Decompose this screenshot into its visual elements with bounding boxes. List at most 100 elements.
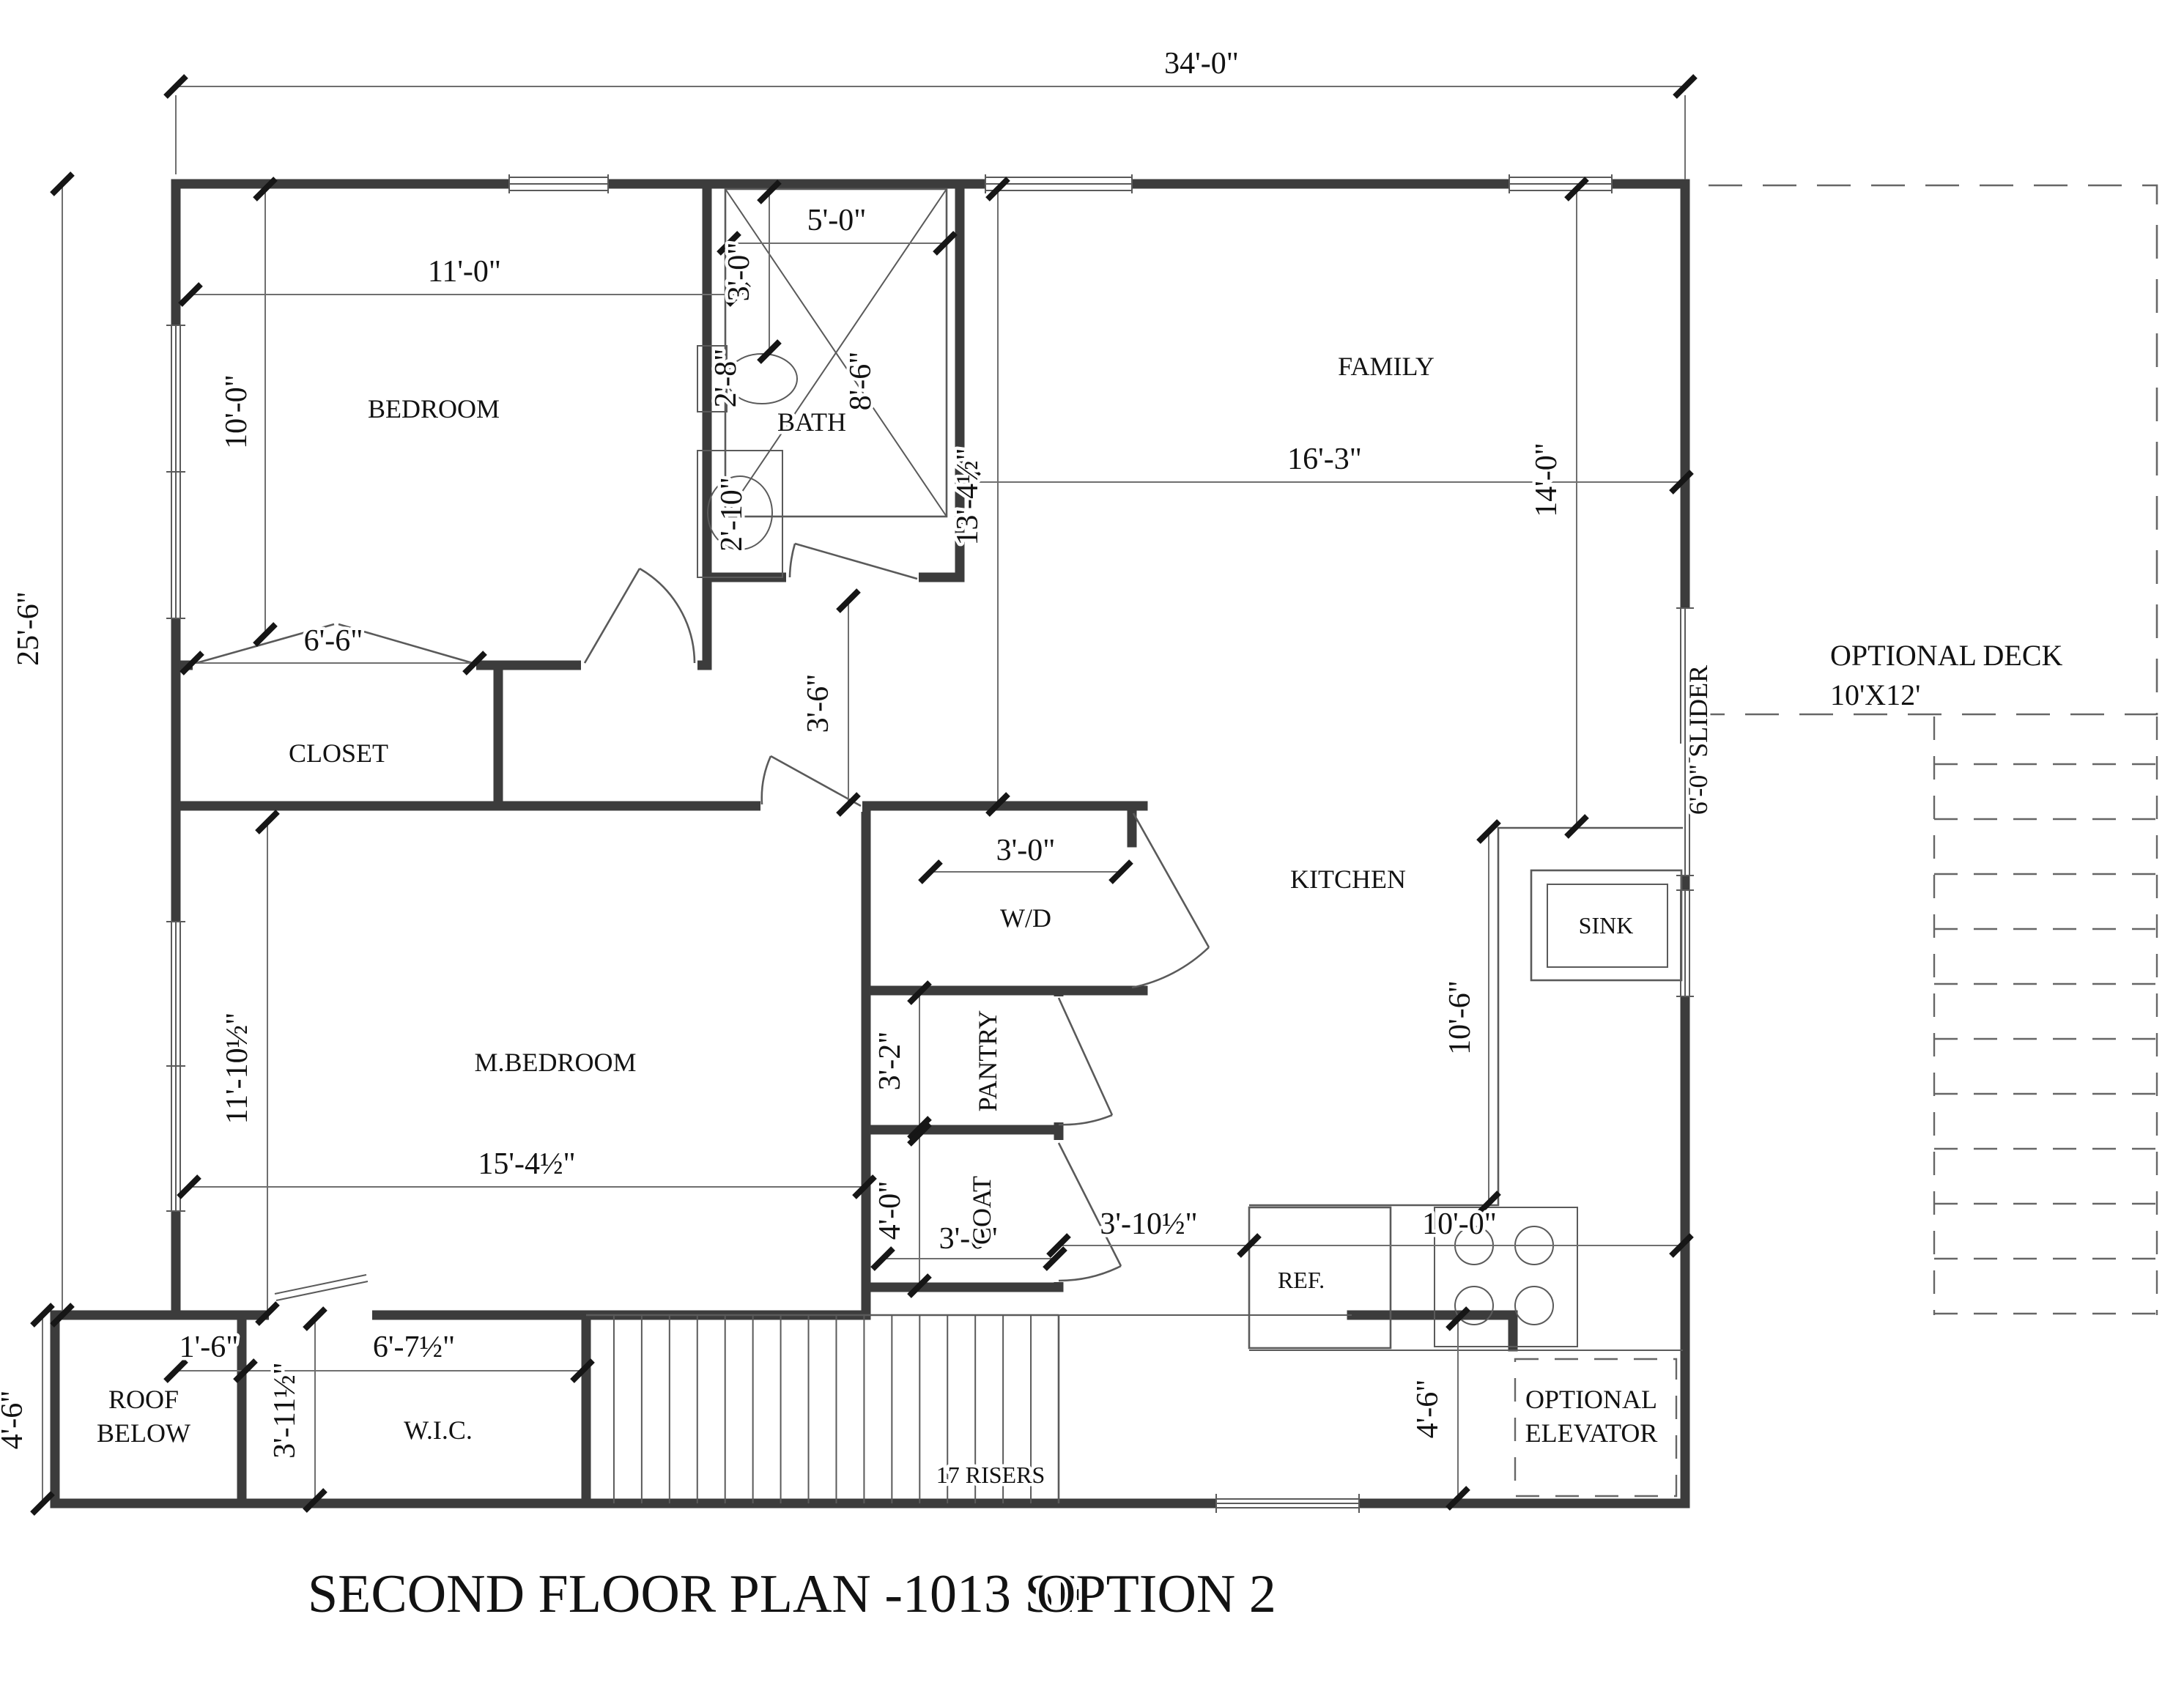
dimension-tick xyxy=(253,177,278,201)
dim-coat-depth: 4'-0" xyxy=(873,1181,907,1240)
dim-vanity-space: 2'-10" xyxy=(715,477,749,552)
dimension-tick xyxy=(836,792,861,817)
dimension-tick xyxy=(726,282,751,307)
fixture-label-sink: SINK xyxy=(1579,912,1634,939)
dim-shower-width: 5'-0" xyxy=(807,204,867,237)
dimension-tick xyxy=(1476,819,1501,844)
dimension-tick xyxy=(933,231,958,256)
room-label-kitchen: KITCHEN xyxy=(1290,865,1406,894)
dimension-tick xyxy=(956,470,981,495)
dim-kitchen-depth: 10'-6" xyxy=(1443,980,1477,1055)
dimension-tick xyxy=(179,651,204,675)
dimension-tick xyxy=(1445,1306,1470,1331)
window-left-bedroom xyxy=(166,325,185,619)
toilet-bowl xyxy=(726,353,798,404)
window-top-family-left xyxy=(985,174,1133,193)
stairs-label: 17 RISERS xyxy=(936,1462,1045,1488)
room-label-mbedroom: M.BEDROOM xyxy=(474,1048,636,1077)
dimension-tick xyxy=(852,1174,877,1199)
room-label-wd: W/D xyxy=(1000,903,1051,933)
dimension-tick xyxy=(178,282,203,307)
kitchen-counter xyxy=(1249,826,1683,1207)
optional-elevator xyxy=(1514,1358,1678,1498)
dimension-tick xyxy=(177,1174,201,1199)
closet-double-doors xyxy=(196,623,473,665)
slider-door xyxy=(1676,607,1694,876)
dim-mbedroom-depth: 11'-10½" xyxy=(221,1013,254,1125)
dim-roof-strip: 1'-6" xyxy=(179,1330,239,1364)
dimension-tick xyxy=(163,1358,188,1383)
dimension-tick xyxy=(918,859,943,884)
dim-hall-width: 3'-6" xyxy=(802,674,835,733)
dim-kitchen-run: 10'-0" xyxy=(1422,1207,1497,1241)
dimension-tick xyxy=(163,74,188,99)
mbedroom-door xyxy=(760,755,862,807)
dimension-tick xyxy=(907,1122,932,1147)
pantry-door xyxy=(1057,997,1114,1126)
dimension-tick xyxy=(30,1491,55,1516)
vanity-sink-oval xyxy=(707,475,773,550)
dimension-tick xyxy=(985,177,1010,201)
deck-outline xyxy=(1709,184,2158,716)
dimension-tick xyxy=(1673,74,1698,99)
dim-left-lower-height: 4'-6" xyxy=(0,1391,29,1450)
bedroom-door xyxy=(583,567,696,664)
dimension-tick xyxy=(1237,1233,1262,1258)
dim-left-upper-height: 25'-6" xyxy=(12,591,45,666)
dim-bedroom-width: 11'-0" xyxy=(428,255,501,289)
dim-pantry-depth: 3'-2" xyxy=(873,1032,907,1091)
room-label-deck-2: 10'X12' xyxy=(1830,678,1920,711)
dim-family-right-depth: 14'-0" xyxy=(1530,443,1563,517)
burner xyxy=(1514,1286,1554,1325)
dimension-tick xyxy=(757,179,782,204)
room-label-pantry: PANTRY xyxy=(973,1010,1002,1112)
dimension-tick xyxy=(303,1306,327,1331)
dim-family-depth: 13'-4½" xyxy=(951,448,985,545)
windows xyxy=(166,174,1694,1513)
dim-family-width: 16'-3" xyxy=(1287,443,1362,476)
dimension-tick xyxy=(1476,1191,1501,1215)
dimension-tick xyxy=(907,1273,932,1298)
dimension-tick xyxy=(1046,1233,1071,1258)
dim-coat-to-ref: 3'-10½" xyxy=(1100,1207,1197,1241)
elevator-outline xyxy=(1514,1358,1678,1498)
room-label-bedroom: BEDROOM xyxy=(368,394,500,423)
extension-lines xyxy=(175,95,1686,179)
room-label-bath: BATH xyxy=(777,407,846,437)
window-top-bedroom xyxy=(508,174,609,193)
range-box xyxy=(1434,1207,1578,1347)
dimension-tick xyxy=(836,588,861,613)
dimension-tick xyxy=(253,622,278,647)
dimension-tick xyxy=(870,1246,895,1271)
stairs xyxy=(586,1314,1352,1503)
room-label-roof-below-2: BELOW xyxy=(97,1418,190,1448)
dimension-tick xyxy=(907,1116,932,1141)
vanity xyxy=(697,450,783,578)
dim-bedroom-depth: 10'-0" xyxy=(220,374,253,449)
dimension-tick xyxy=(30,1303,55,1328)
dimension-tick xyxy=(1445,1486,1470,1511)
burner xyxy=(1454,1286,1494,1325)
dim-bath-depth: 8'-6" xyxy=(844,352,878,411)
drawing-title: SECOND FLOOR PLAN -1013 SF xyxy=(308,1564,1085,1624)
kitchen-sink-inner xyxy=(1547,884,1668,968)
shower xyxy=(724,188,948,518)
dim-wic-width: 6'-7½" xyxy=(373,1330,455,1364)
room-label-closet: CLOSET xyxy=(289,738,388,768)
dimension-tick xyxy=(985,792,1010,817)
drawing-title-option: OPTION 2 xyxy=(1037,1564,1276,1624)
dimension-tick xyxy=(757,339,782,364)
room-label-elevator-1: OPTIONAL xyxy=(1525,1385,1657,1414)
dim-overall-width: 34'-0" xyxy=(1164,47,1239,81)
dimension-tick xyxy=(462,651,487,675)
shower-x xyxy=(725,188,947,517)
bath-door xyxy=(788,542,918,580)
dimension-tick xyxy=(233,1358,258,1383)
dim-shower-depth: 3'-0" xyxy=(722,243,756,302)
room-label-roof-below-1: ROOF xyxy=(108,1385,179,1414)
room-label-family: FAMILY xyxy=(1338,352,1435,381)
window-left-mbedroom xyxy=(166,921,185,1212)
dimension-tick xyxy=(907,980,932,1005)
dimension-tick xyxy=(255,1301,280,1326)
